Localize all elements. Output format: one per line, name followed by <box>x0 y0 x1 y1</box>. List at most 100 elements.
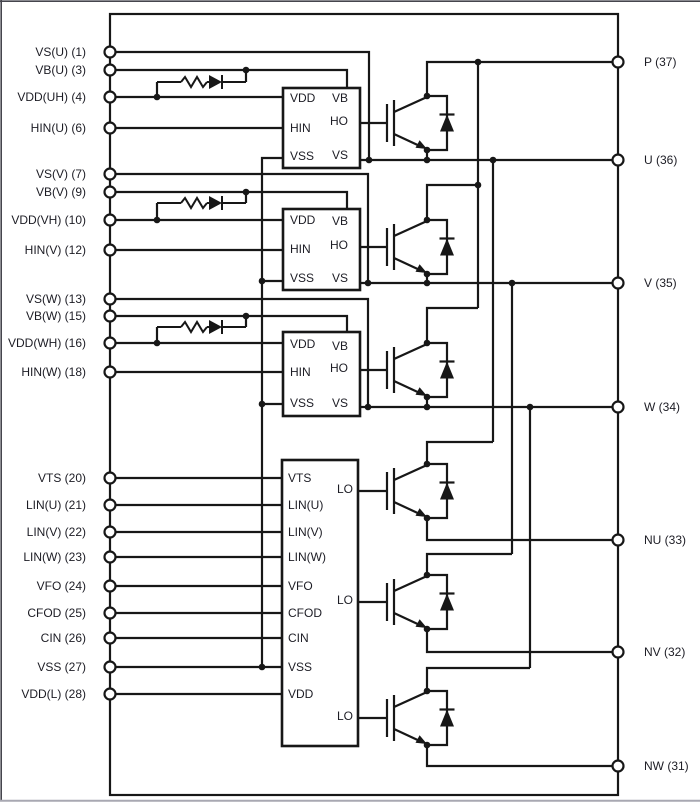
v-driver-hin: HIN <box>290 242 311 256</box>
pin-circle <box>103 121 117 135</box>
pin-label-vb-w: VB(W) (15) <box>26 309 86 323</box>
low-driver-vts: VTS <box>288 471 312 485</box>
pin-label-nv: NV (32) <box>644 645 686 659</box>
pin-circle <box>103 213 117 227</box>
igbt-v-low <box>357 570 456 634</box>
low-driver-lo-w: LO <box>336 709 353 723</box>
v-driver-vs: VS <box>331 271 348 285</box>
left-pin-terminals <box>103 45 117 701</box>
pin-circle <box>103 167 117 181</box>
v-driver-vb: VB <box>331 214 348 228</box>
pin-label-vss: VSS (27) <box>37 660 86 674</box>
pin-circle <box>103 687 117 701</box>
v-high-side-driver-block <box>281 207 362 292</box>
pin-label-hin-u: HIN(U) (6) <box>30 121 86 135</box>
pin-circle <box>103 336 117 350</box>
pin-label-vs-v: VS(V) (7) <box>35 167 86 181</box>
pin-label-vdd-vh: VDD(VH) (10) <box>11 213 86 227</box>
pin-circle <box>611 153 625 167</box>
pin-circle <box>103 63 117 77</box>
igbt-u-low <box>357 459 456 523</box>
u-driver-ho: HO <box>330 114 348 128</box>
pin-label-lin-u: LIN(U) (21) <box>25 498 86 512</box>
pin-label-vdd-wh: VDD(WH) (16) <box>8 336 86 350</box>
bootstrap-network-w <box>156 319 247 335</box>
w-driver-ho: HO <box>330 361 348 375</box>
pin-circle <box>103 365 117 379</box>
pin-circle <box>611 645 625 659</box>
junction-dots <box>153 58 534 671</box>
low-driver-lin-u: LIN(U) <box>288 498 324 512</box>
pin-label-lin-w: LIN(W) (23) <box>23 550 86 564</box>
pin-circle <box>103 90 117 104</box>
pin-circle <box>103 498 117 512</box>
pin-circle <box>103 550 117 564</box>
igbt-u-high <box>357 91 456 155</box>
pin-circle <box>611 55 625 69</box>
pin-label-vb-u: VB(U) (3) <box>35 63 86 77</box>
igbt-w-low <box>357 686 456 750</box>
pin-label-vb-v: VB(V) (9) <box>35 185 86 199</box>
v-driver-vdd: VDD <box>290 213 316 227</box>
u-driver-hin: HIN <box>290 121 311 135</box>
low-driver-cin: CIN <box>288 631 309 645</box>
pin-label-hin-w: HIN(W) (18) <box>21 365 86 379</box>
w-driver-vs: VS <box>331 396 348 410</box>
pin-label-w: W (34) <box>644 400 680 414</box>
pin-label-lin-v: LIN(V) (22) <box>26 525 86 539</box>
pin-circle <box>611 759 625 773</box>
u-driver-vs: VS <box>331 148 348 162</box>
pin-circle <box>103 185 117 199</box>
bootstrap-network-v <box>156 195 247 211</box>
pin-label-p: P (37) <box>644 55 677 69</box>
right-pin-terminals <box>611 55 625 773</box>
pin-label-vdd-l: VDD(L) (28) <box>21 687 86 701</box>
w-high-side-driver-block <box>281 330 362 418</box>
igbt-w-high <box>357 338 456 402</box>
pin-label-vs-w: VS(W) (13) <box>26 292 86 306</box>
u-high-side-driver-block <box>281 86 362 170</box>
pin-label-hin-v: HIN(V) (12) <box>24 243 86 257</box>
low-driver-cfod: CFOD <box>288 606 322 620</box>
wires <box>110 50 618 768</box>
low-driver-vdd: VDD <box>288 687 314 701</box>
w-driver-vss: VSS <box>290 396 315 410</box>
pin-label-vts: VTS (20) <box>37 471 86 485</box>
pin-circle <box>103 45 117 59</box>
pin-circle <box>611 400 625 414</box>
low-driver-lin-v: LIN(V) <box>288 525 323 539</box>
v-driver-vss: VSS <box>290 271 315 285</box>
pin-circle <box>103 525 117 539</box>
low-driver-lo-v: LO <box>336 593 353 607</box>
pin-circle <box>103 292 117 306</box>
u-driver-vdd: VDD <box>290 91 316 105</box>
low-driver-lin-w: LIN(W) <box>288 550 326 564</box>
pin-label-vfo: VFO (24) <box>36 579 86 593</box>
pin-circle <box>103 471 117 485</box>
w-driver-vb: VB <box>331 339 348 353</box>
pin-circle <box>103 660 117 674</box>
pin-label-cin: CIN (26) <box>40 631 86 645</box>
u-driver-vb: VB <box>331 91 348 105</box>
u-driver-vss: VSS <box>290 149 315 163</box>
pin-circle <box>103 579 117 593</box>
igbt-v-high <box>357 215 456 279</box>
pin-label-vdd-uh: VDD(UH) (4) <box>17 90 86 104</box>
pin-label-u: U (36) <box>644 153 678 167</box>
w-driver-hin: HIN <box>290 365 311 379</box>
low-driver-vss: VSS <box>288 660 313 674</box>
module-boundary <box>108 12 620 797</box>
pin-circle <box>103 606 117 620</box>
v-driver-ho: HO <box>330 238 348 252</box>
pin-circle <box>103 309 117 323</box>
pin-circle <box>611 276 625 290</box>
pin-label-vs-u: VS(U) (1) <box>35 45 86 59</box>
pin-label-cfod: CFOD (25) <box>27 606 86 620</box>
w-driver-vdd: VDD <box>290 337 316 351</box>
low-driver-lo-u: LO <box>336 482 353 496</box>
pin-circle <box>611 533 625 547</box>
bootstrap-network-u <box>156 74 247 90</box>
